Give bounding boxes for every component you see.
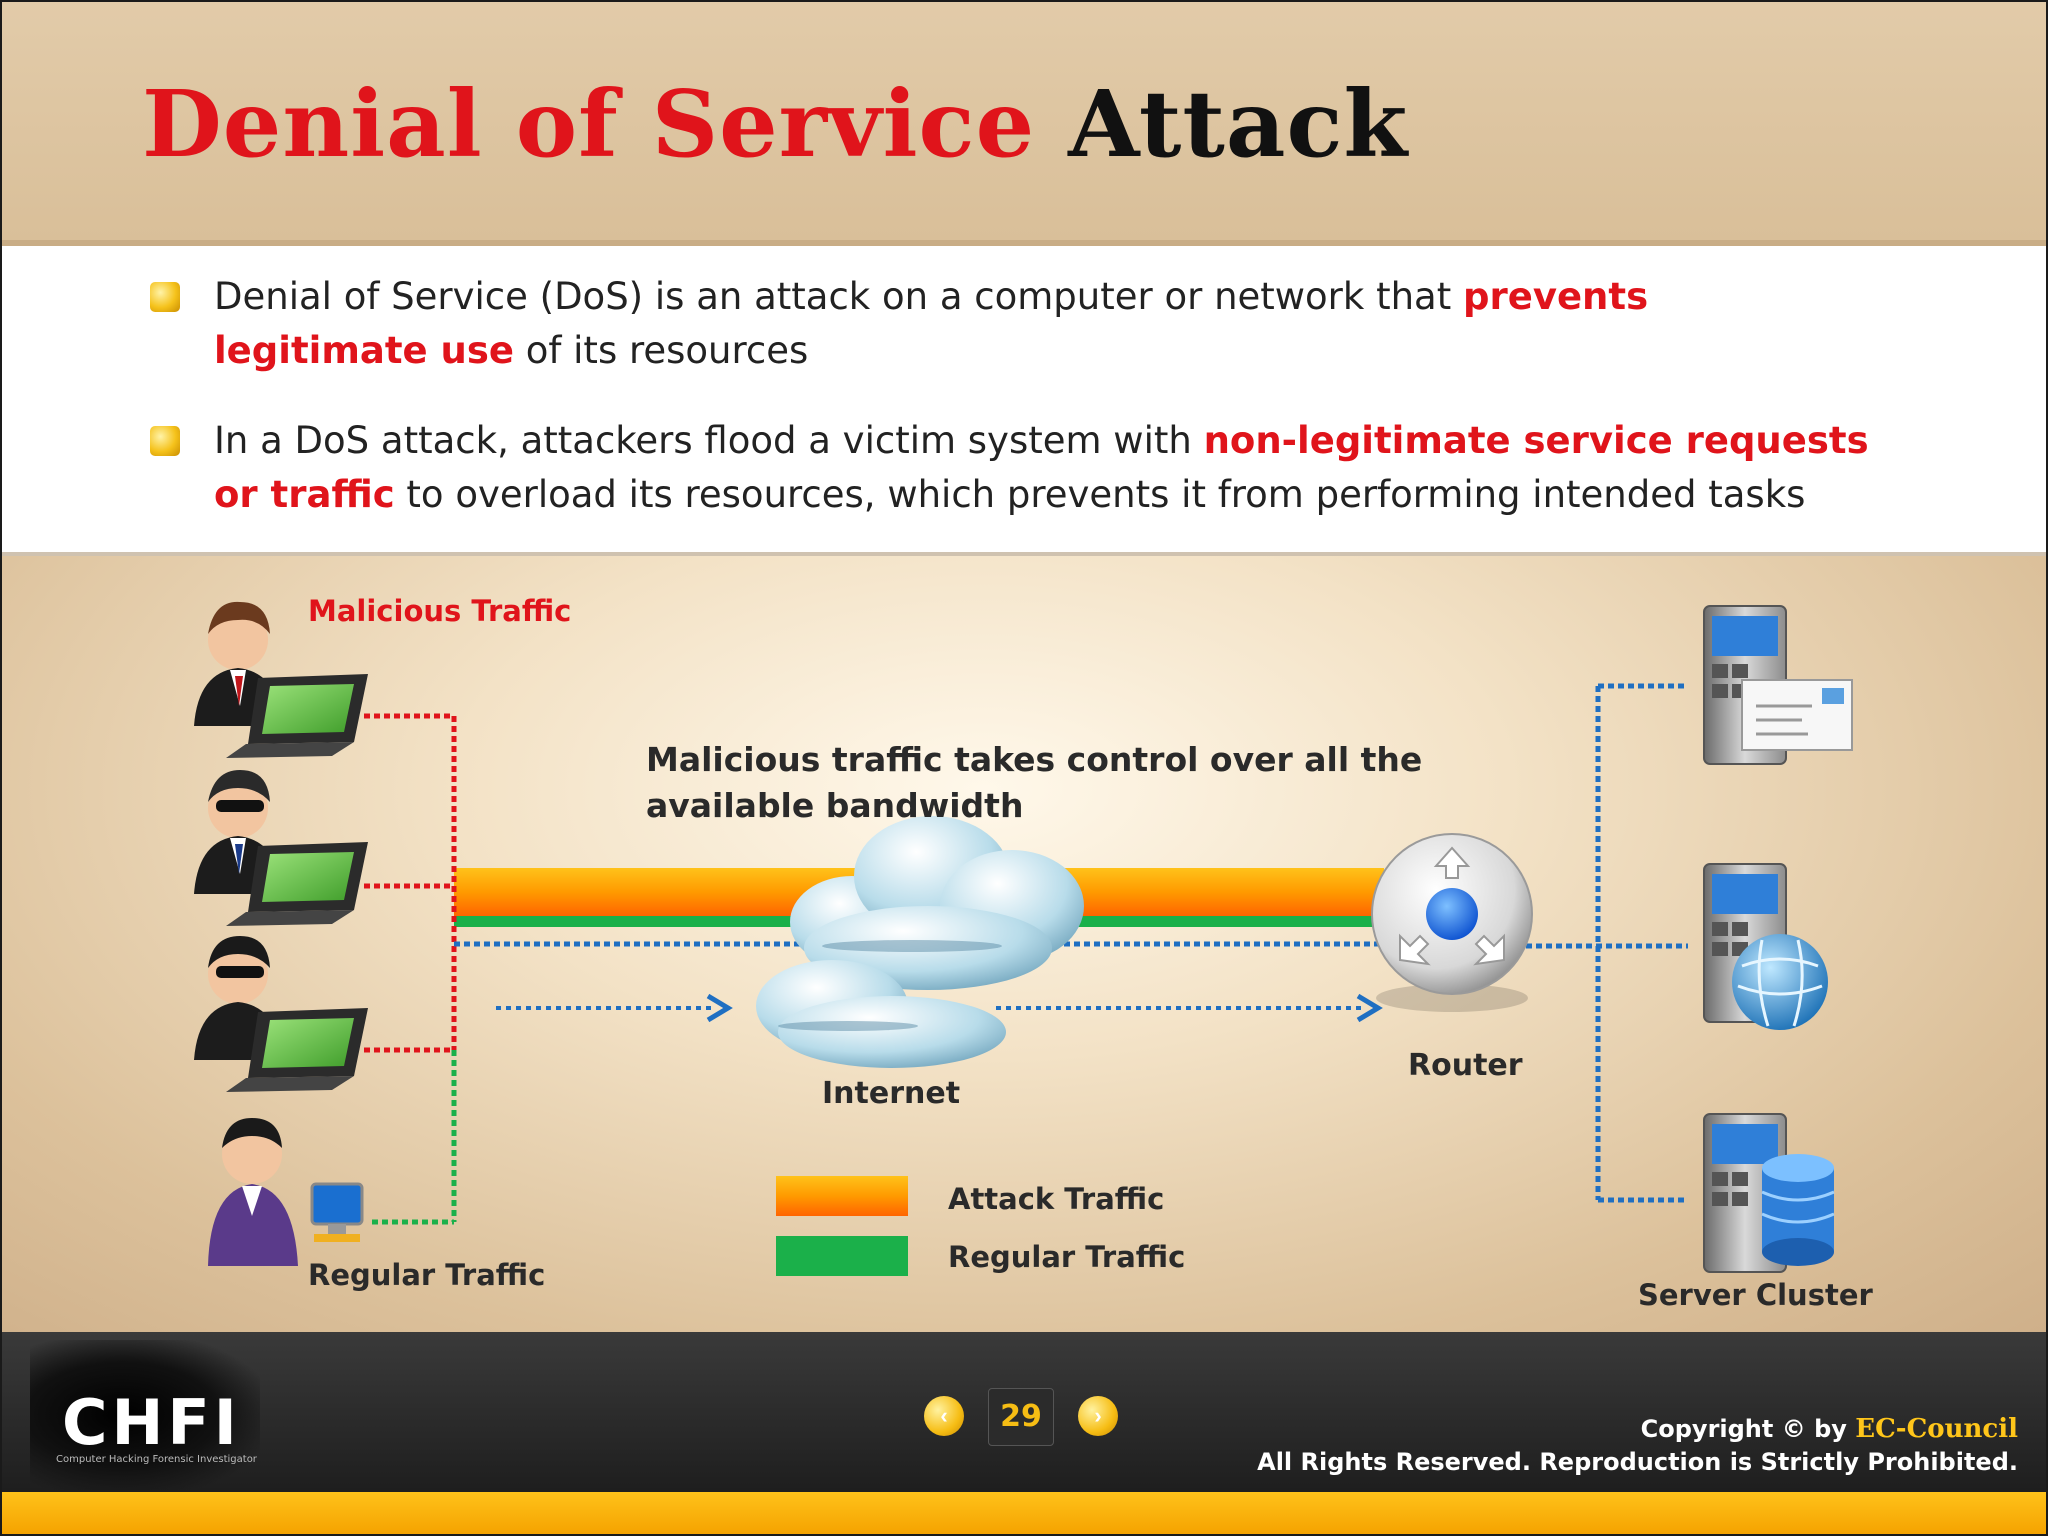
attacker-2-icon [194, 770, 368, 926]
bandwidth-caption-line-2: available bandwidth [646, 786, 1024, 825]
bandwidth-caption-line-1: Malicious traffic takes control over all… [646, 740, 1423, 779]
footer-stripe [2, 1492, 2046, 1534]
regular-user-icon [208, 1118, 364, 1266]
server-connectors [1526, 683, 1688, 1203]
arrow-head-icon [1356, 993, 1383, 1023]
slide-title: Denial of Service Attack [142, 78, 1408, 170]
web-server-icon [1703, 863, 1828, 1030]
mail-server-icon [1703, 605, 1853, 765]
prev-slide-button[interactable]: ‹ [924, 1396, 964, 1436]
bullet-text-1: Denial of Service (DoS) is an attack on … [214, 270, 1874, 378]
arrow-head-icon [706, 993, 733, 1023]
router-label: Router [1408, 1048, 1523, 1083]
diagram-canvas [194, 601, 1853, 1276]
page-number: 29 [988, 1388, 1054, 1446]
rights-line: All Rights Reserved. Reproduction is Str… [1257, 1448, 2018, 1476]
bullet-icon [150, 282, 180, 312]
regular-connector [372, 1050, 457, 1225]
title-red-part: Denial of Service [142, 70, 1036, 178]
bullet-2-text: In a DoS attack, attackers flood a victi… [214, 419, 1204, 462]
bullet-2-text-end: to overload its resources, which prevent… [394, 473, 1806, 516]
legend-attack-label: Attack Traffic [948, 1182, 1165, 1216]
chfi-logo [30, 1340, 260, 1490]
attacker-1-icon [194, 601, 368, 758]
legend-regular-swatch [776, 1236, 908, 1276]
internet-cloud-icon [756, 816, 1084, 1068]
bullet-icon [150, 426, 180, 456]
next-slide-button[interactable]: › [1078, 1396, 1118, 1436]
bullet-content: Denial of Service (DoS) is an attack on … [2, 246, 2046, 556]
attacker-3-icon [194, 936, 368, 1092]
regular-traffic-label: Regular Traffic [308, 1258, 546, 1292]
bullet-1-text: Denial of Service (DoS) is an attack on … [214, 275, 1463, 318]
chevron-left-icon: ‹ [940, 1403, 948, 1428]
malicious-traffic-label: Malicious Traffic [308, 594, 572, 628]
ec-council-brand: EC-Council [1855, 1414, 2018, 1444]
chfi-logo-subtitle: Computer Hacking Forensic Investigator [56, 1454, 257, 1465]
slide-header: Denial of Service Attack [2, 2, 2046, 246]
chfi-logo-text: CHFI [62, 1386, 241, 1459]
bullet-2-highlight: non-legitimate service requests or traff… [214, 419, 1869, 516]
malicious-connectors [364, 713, 457, 1053]
server-cluster-label: Server Cluster [1638, 1278, 1873, 1312]
legend-regular-label: Regular Traffic [948, 1240, 1186, 1274]
bullet-1-highlight: prevents legitimate use [214, 275, 1649, 372]
router-icon [1371, 833, 1533, 1012]
dos-diagram: Malicious Traffic Malicious traffic take… [2, 556, 2046, 1332]
title-black-part: Attack [1068, 70, 1409, 178]
copyright-prefix: Copyright © by [1640, 1415, 1856, 1443]
chevron-right-icon: › [1094, 1403, 1102, 1428]
database-server-icon [1703, 1113, 1835, 1273]
bullet-text-2: In a DoS attack, attackers flood a victi… [214, 414, 1874, 522]
internet-label: Internet [822, 1076, 961, 1111]
legend-attack-swatch [776, 1176, 908, 1216]
bullet-1-text-end: of its resources [513, 329, 809, 372]
copyright-line: Copyright © by EC-Council [1641, 1414, 2018, 1444]
